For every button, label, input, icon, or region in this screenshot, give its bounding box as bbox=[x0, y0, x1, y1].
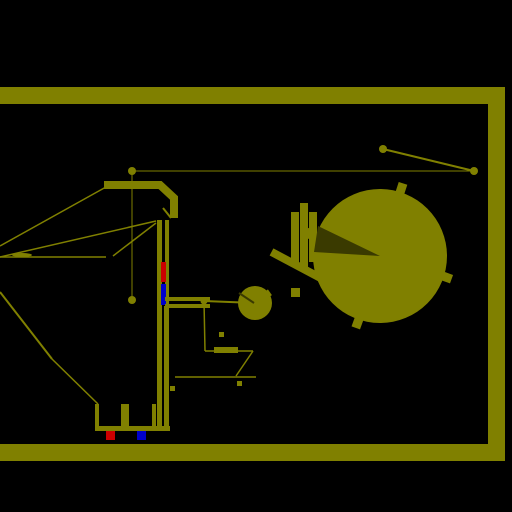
rope-left-short bbox=[112, 222, 157, 257]
debris bbox=[12, 253, 300, 391]
hook-small-diagonal bbox=[162, 207, 172, 219]
column-left bbox=[157, 306, 162, 428]
cup-red-block bbox=[106, 431, 115, 440]
post-bar bbox=[157, 220, 162, 306]
rope-left-lower-a bbox=[0, 291, 53, 360]
rotor-tooth-bottom bbox=[351, 316, 364, 330]
cup-right-wall bbox=[152, 404, 156, 430]
rotor-tooth-right bbox=[441, 271, 454, 284]
rotor-tooth-left bbox=[304, 227, 317, 241]
horizontal-rod-lower bbox=[165, 304, 210, 308]
horizontal-rod[interactable] bbox=[165, 297, 210, 301]
debris-square-b bbox=[219, 332, 224, 337]
debris-square-d bbox=[170, 386, 175, 391]
cup[interactable] bbox=[95, 404, 170, 431]
debris-bar bbox=[214, 347, 238, 353]
right-wall bbox=[488, 87, 505, 461]
cup-left-wall bbox=[95, 404, 99, 430]
ramp-post-a bbox=[291, 212, 299, 262]
debris-oval-left bbox=[12, 253, 32, 257]
frame bbox=[0, 87, 505, 461]
joint-bottom-left bbox=[128, 296, 136, 304]
cup-inner-post bbox=[121, 404, 129, 430]
rope-mid-vertical bbox=[203, 300, 206, 352]
small-ball[interactable] bbox=[238, 286, 272, 320]
debris-square-c bbox=[237, 381, 242, 386]
large-rotor[interactable] bbox=[304, 182, 454, 330]
rope-left-middle bbox=[0, 220, 157, 258]
rope-left-lower-b bbox=[51, 358, 99, 405]
bottom-wall bbox=[0, 444, 505, 461]
rope-left-upper bbox=[0, 186, 107, 247]
ramp-plank bbox=[269, 248, 327, 284]
rope-top-right-diagonal bbox=[382, 148, 475, 172]
small-ball-spoke bbox=[238, 292, 255, 304]
lower-column[interactable] bbox=[157, 306, 169, 428]
post-bar-right bbox=[165, 220, 169, 306]
joint-top-right bbox=[470, 167, 478, 175]
ramp-post-b bbox=[300, 203, 308, 268]
small-ball-body bbox=[238, 286, 272, 320]
top-wall bbox=[0, 87, 505, 104]
rotor-tooth-top bbox=[395, 182, 408, 195]
hook-arm[interactable] bbox=[104, 181, 178, 218]
rotor-dark-wedge bbox=[314, 226, 380, 256]
hook-bar bbox=[104, 181, 178, 218]
joint-right-rope bbox=[379, 145, 387, 153]
vertical-post[interactable] bbox=[157, 220, 169, 306]
post-red-marker bbox=[161, 262, 166, 282]
column-right bbox=[164, 306, 169, 428]
rope-mid-diagonal bbox=[235, 350, 254, 377]
joint-top-left bbox=[128, 167, 136, 175]
small-ball-tab bbox=[264, 289, 272, 298]
cup-bottom bbox=[95, 426, 170, 431]
cup-blue-block bbox=[137, 431, 146, 440]
debris-square-a bbox=[291, 288, 300, 297]
post-blue-marker bbox=[161, 284, 166, 305]
